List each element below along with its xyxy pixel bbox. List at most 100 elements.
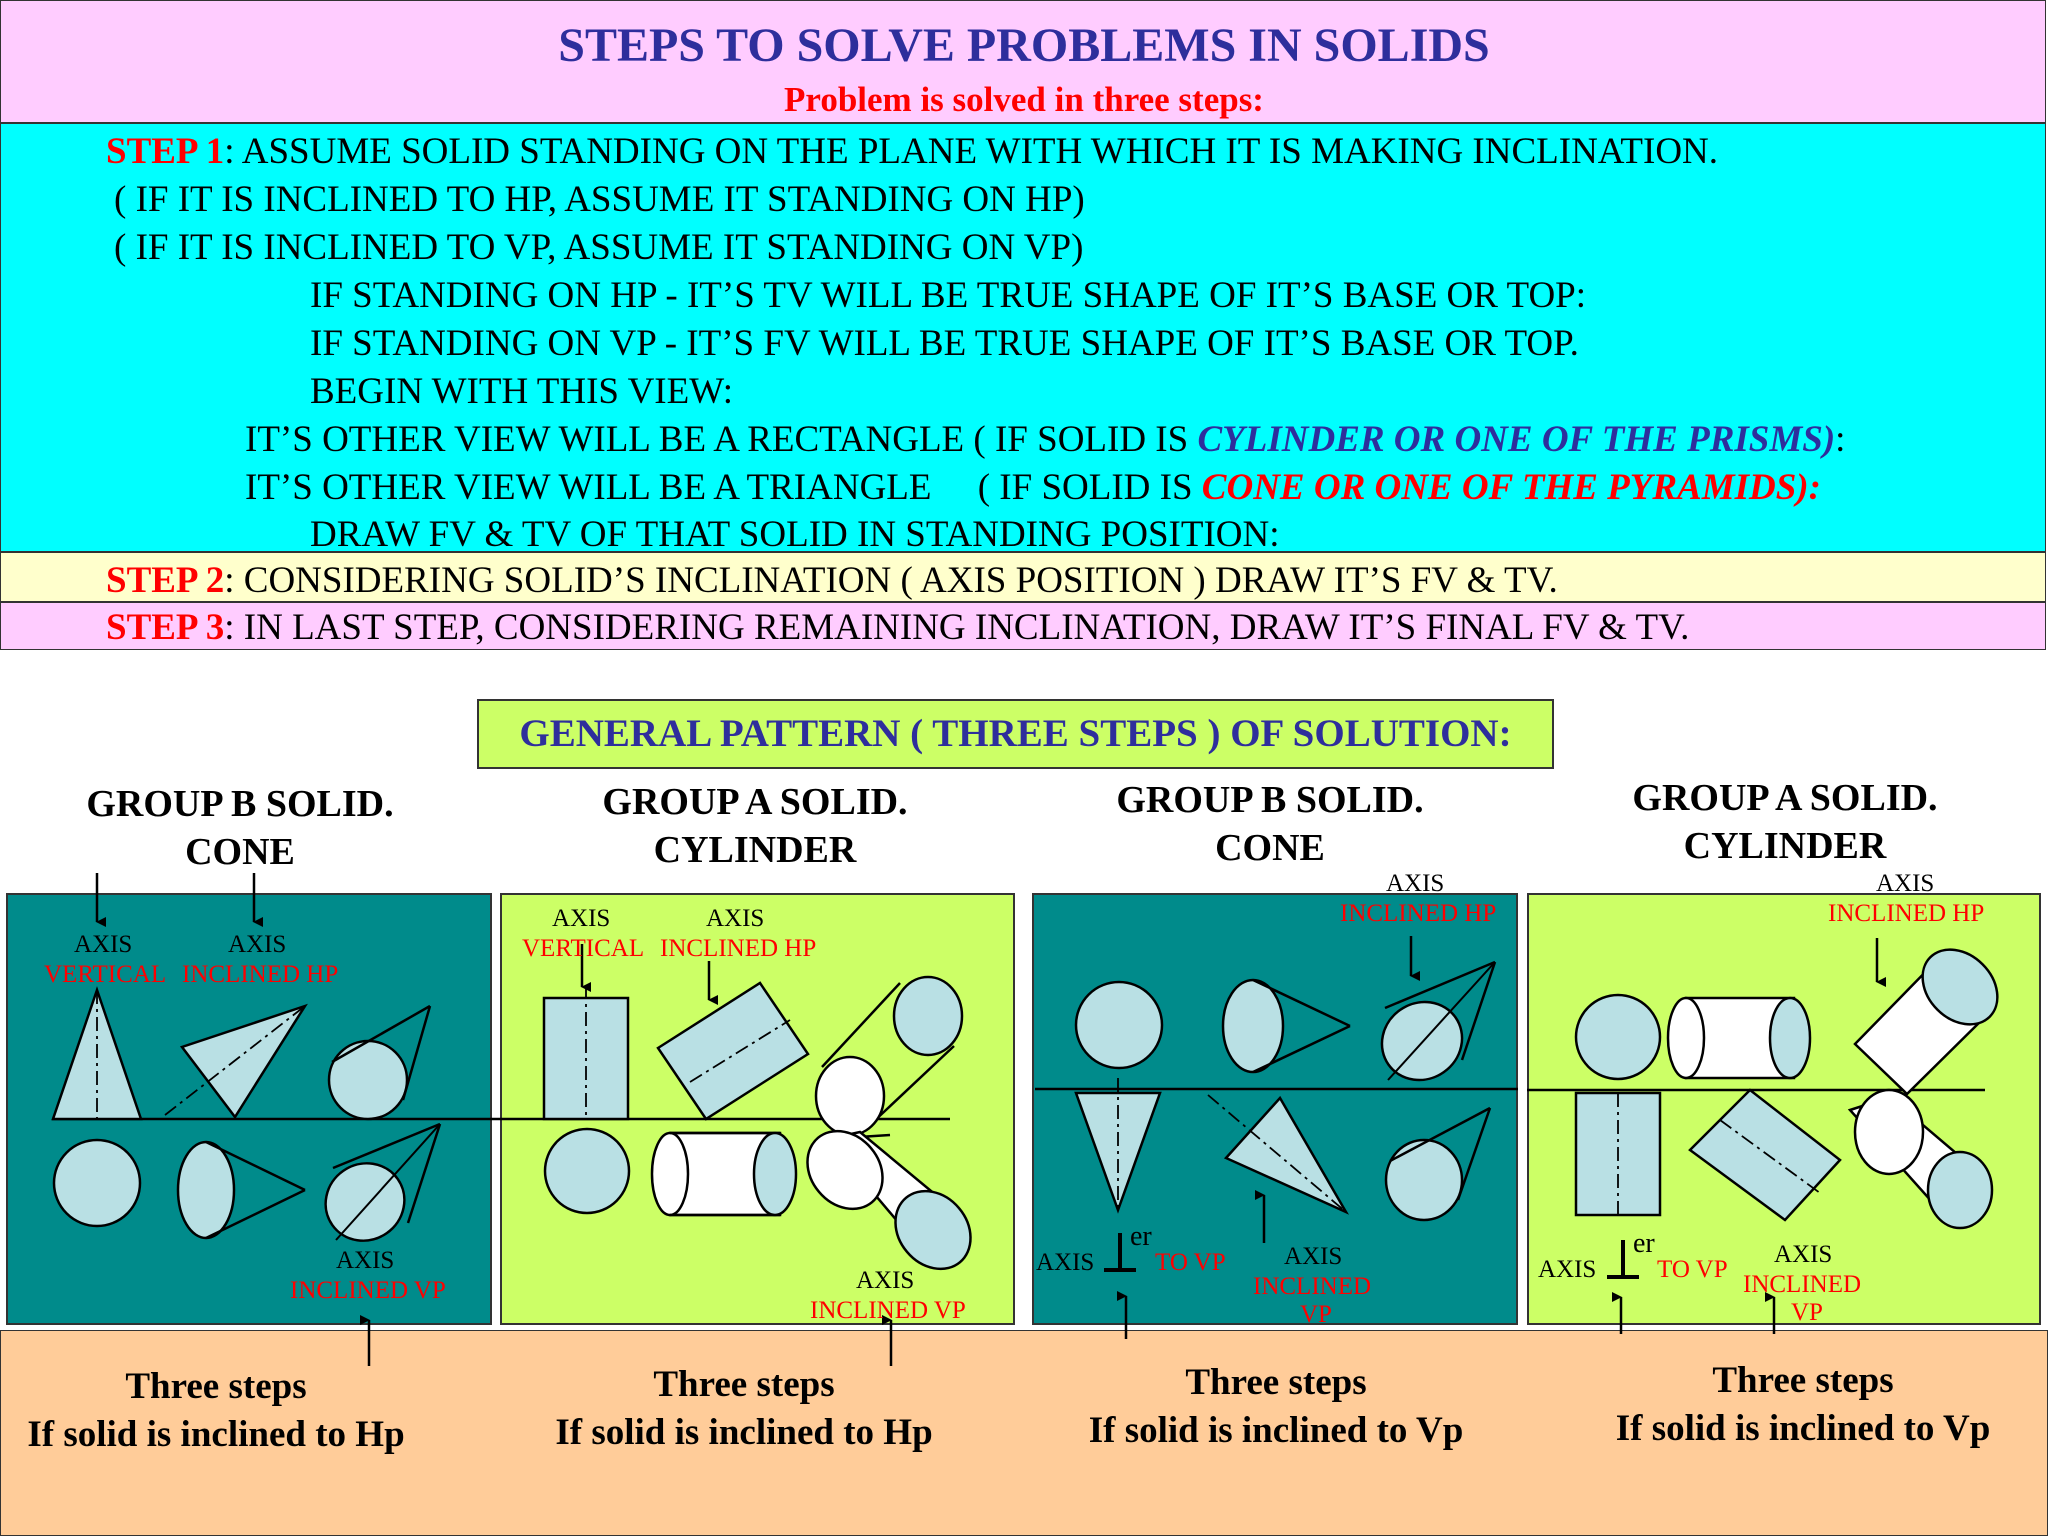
inclined-label: INCLINED bbox=[1253, 1273, 1371, 1300]
footer-1-line2: If solid is inclined to Hp bbox=[27, 1414, 405, 1455]
cylinder-fv-inclined bbox=[656, 981, 810, 1121]
cone-fv-final-base bbox=[327, 1039, 409, 1121]
title-band bbox=[0, 0, 2046, 123]
inclined-hp-label: INCLINED HP bbox=[1340, 900, 1496, 927]
cone-tv-circle bbox=[52, 1138, 142, 1228]
group-1-name: GROUP B SOLID. bbox=[86, 783, 394, 825]
axis-label: AXIS bbox=[1386, 870, 1444, 897]
step1-line4: IF STANDING ON HP - IT’S TV WILL BE TRUE… bbox=[310, 275, 1587, 316]
group-1-solid: CONE bbox=[185, 831, 295, 873]
cone-fv-inclined bbox=[179, 1003, 308, 1120]
footer-caption-4: Three steps If solid is inclined to Vp bbox=[1553, 1357, 2048, 1453]
cone-outline bbox=[1252, 978, 1351, 1028]
footer-4-line2: If solid is inclined to Vp bbox=[1615, 1408, 1991, 1449]
cone-outline bbox=[1456, 1107, 1492, 1201]
to-vp-label: TO VP bbox=[1155, 1249, 1226, 1276]
step2-label: STEP 2 bbox=[106, 560, 225, 601]
cylinder-tv-final-end-b bbox=[894, 1189, 972, 1271]
step1-line9: DRAW FV & TV OF THAT SOLID IN STANDING P… bbox=[310, 514, 1280, 555]
axis-line bbox=[164, 1005, 306, 1116]
cylinder-tv-final-end-b bbox=[1926, 1150, 1994, 1230]
cylinder-tv-inclined bbox=[1688, 1088, 1842, 1222]
axis-label: AXIS bbox=[228, 931, 286, 958]
cylinder-tv-end-left bbox=[650, 1131, 690, 1217]
axis-label: AXIS bbox=[336, 1247, 394, 1274]
cylinder-fv-circle bbox=[1574, 993, 1662, 1081]
cone-outline bbox=[332, 1122, 441, 1170]
inclined-vp-label: INCLINED VP bbox=[810, 1297, 966, 1324]
footer-3-line2: If solid is inclined to Vp bbox=[1088, 1410, 1464, 1451]
cone-outline bbox=[1252, 1024, 1351, 1074]
perp-superscript: er bbox=[1130, 1221, 1152, 1252]
group-title-2: GROUP A SOLID.CYLINDER bbox=[515, 778, 995, 874]
cylinder-end-far bbox=[892, 975, 964, 1057]
cylinder-fv-end-left bbox=[1666, 996, 1706, 1080]
cone-axis bbox=[1387, 961, 1496, 1081]
axis-label: AXIS bbox=[74, 931, 132, 958]
cylinder-tv-circle bbox=[543, 1127, 631, 1215]
cone-outline bbox=[1460, 961, 1497, 1061]
footer-4-line1: Three steps bbox=[1712, 1360, 1894, 1401]
step1-band bbox=[0, 123, 2046, 552]
axis-label: AXIS bbox=[1036, 1249, 1094, 1276]
step1-line8-text: IT’S OTHER VIEW WILL BE A TRIANGLE ( IF … bbox=[245, 467, 1202, 508]
cylinder-tv-final-end-a bbox=[1853, 1088, 1925, 1176]
step2-band bbox=[0, 552, 2046, 602]
general-pattern-heading: GENERAL PATTERN ( THREE STEPS ) OF SOLUT… bbox=[477, 699, 1554, 769]
axis-label: AXIS bbox=[1774, 1241, 1832, 1268]
group-2-solid: CYLINDER bbox=[653, 829, 857, 871]
step1-label: STEP 1 bbox=[106, 131, 225, 172]
group-3-name: GROUP B SOLID. bbox=[1116, 779, 1424, 821]
step1-line5: IF STANDING ON VP - IT’S FV WILL BE TRUE… bbox=[310, 323, 1579, 364]
cone-fv-final-base bbox=[1380, 1000, 1464, 1082]
step2-line: STEP 2: CONSIDERING SOLID’S INCLINATION … bbox=[106, 559, 1558, 603]
cone-outline bbox=[1389, 1106, 1491, 1163]
cylinder-fv-final-end-b bbox=[1921, 948, 1999, 1026]
cone-tv-final-base bbox=[1384, 1138, 1464, 1222]
group-title-1: GROUP B SOLID. CONE bbox=[0, 780, 480, 876]
cylinder-tv-final-end-a bbox=[806, 1129, 884, 1211]
footer-1-line1: Three steps bbox=[125, 1366, 307, 1407]
page-subtitle: Problem is solved in three steps: bbox=[784, 80, 1264, 119]
footer-caption-1: Three steps If solid is inclined to Hp bbox=[0, 1363, 466, 1459]
cylinder-fv-end-right bbox=[1768, 996, 1812, 1080]
to-vp-label: TO VP bbox=[1657, 1256, 1728, 1283]
step1-line7-text: IT’S OTHER VIEW WILL BE A RECTANGLE ( IF… bbox=[245, 419, 1198, 460]
cylinder-tv-end-right bbox=[752, 1131, 798, 1217]
inclined-vp-label: INCLINED VP bbox=[290, 1277, 446, 1304]
cylinder-edge bbox=[869, 1045, 955, 1126]
step1-line7-colon: : bbox=[1835, 419, 1846, 460]
vertical-label: VERTICAL bbox=[522, 935, 644, 962]
step3-label: STEP 3 bbox=[106, 607, 225, 648]
group-title-3: GROUP B SOLID. CONE bbox=[1030, 776, 1510, 872]
step2-text: : CONSIDERING SOLID’S INCLINATION ( AXIS… bbox=[224, 560, 1558, 601]
perp-superscript: er bbox=[1633, 1228, 1655, 1259]
axis-label: AXIS bbox=[1538, 1256, 1596, 1283]
inclined-label: INCLINED bbox=[1743, 1271, 1861, 1298]
axis-label: AXIS bbox=[706, 905, 764, 932]
inclined-hp-label: INCLINED HP bbox=[660, 935, 816, 962]
step1-line1: STEP 1: ASSUME SOLID STANDING ON THE PLA… bbox=[106, 130, 1718, 174]
cone-outline bbox=[1384, 960, 1496, 1010]
step1-text: : ASSUME SOLID STANDING ON THE PLANE WIT… bbox=[224, 131, 1719, 172]
cone-fv-circle bbox=[1074, 980, 1164, 1070]
cone-tv-inclined-base bbox=[176, 1140, 236, 1240]
step1-line7-emphasis: CYLINDER OR ONE OF THE PRISMS) bbox=[1197, 419, 1836, 460]
cone-axis bbox=[335, 1123, 441, 1241]
group-3-solid: CONE bbox=[1215, 827, 1325, 869]
cone-outline bbox=[406, 1123, 442, 1224]
step1-line3: ( IF IT IS INCLINED TO VP, ASSUME IT STA… bbox=[114, 227, 1084, 268]
footer-band bbox=[0, 1330, 2048, 1536]
axis-line bbox=[1719, 1119, 1821, 1194]
axis-label: AXIS bbox=[1876, 870, 1934, 897]
cone-outline bbox=[205, 1140, 306, 1192]
footer-2-line2: If solid is inclined to Hp bbox=[555, 1412, 933, 1453]
step1-line7: IT’S OTHER VIEW WILL BE A RECTANGLE ( IF… bbox=[245, 418, 1845, 462]
step3-line: STEP 3: IN LAST STEP, CONSIDERING REMAIN… bbox=[106, 606, 1689, 650]
inclined-hp-label: INCLINED HP bbox=[1828, 900, 1984, 927]
cone-tv-final-base bbox=[324, 1162, 406, 1242]
group-4-name: GROUP A SOLID. bbox=[1632, 777, 1938, 819]
group-4-solid: CYLINDER bbox=[1683, 825, 1887, 867]
axis-line bbox=[689, 1019, 791, 1083]
